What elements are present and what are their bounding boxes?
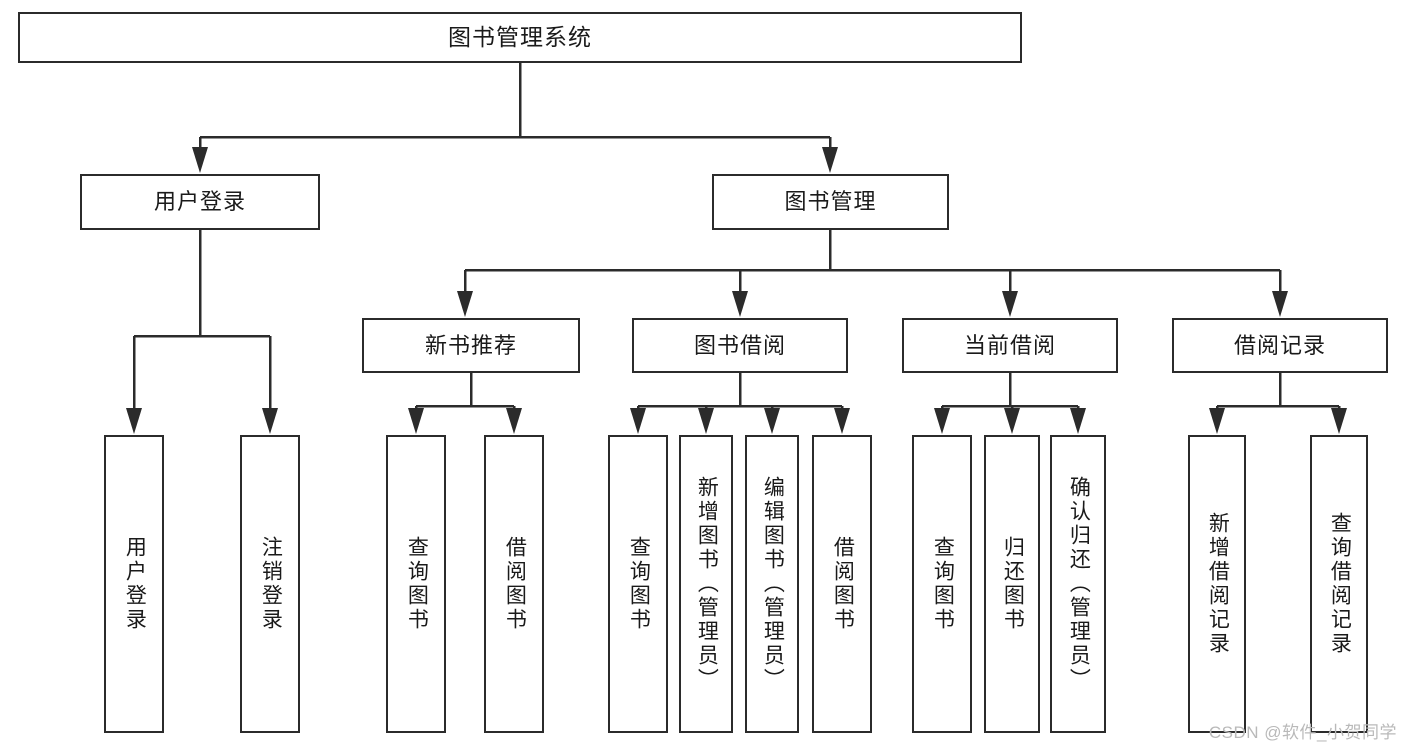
node-book_manage[interactable]: 图书管理 (712, 174, 949, 230)
node-label: 查询借阅记录 (1328, 512, 1352, 656)
node-label: 借阅图书 (831, 536, 855, 632)
node-label: 归还图书 (1001, 536, 1025, 632)
arrow-head-icon (1331, 408, 1347, 434)
node-label: 查询图书 (627, 536, 651, 632)
arrow-head-icon (408, 408, 424, 434)
node-label: 用户登录 (153, 189, 246, 215)
node-label: 编辑图书（管理员） (761, 476, 785, 692)
node-label: 图书借阅 (693, 332, 786, 358)
arrow-head-icon (834, 408, 850, 434)
node-user_login[interactable]: 用户登录 (80, 174, 320, 230)
node-label: 查询图书 (931, 536, 955, 632)
node-leaf_borrow_book_2[interactable]: 借阅图书 (812, 435, 872, 733)
node-current_borrow[interactable]: 当前借阅 (902, 318, 1118, 373)
node-label: 借阅图书 (503, 536, 527, 632)
node-leaf_query_book_2[interactable]: 查询图书 (608, 435, 668, 733)
arrow-head-icon (457, 291, 473, 317)
node-label: 图书管理系统 (448, 24, 592, 51)
node-label: 确认归还（管理员） (1067, 476, 1091, 692)
node-new_book_rec[interactable]: 新书推荐 (362, 318, 580, 373)
node-leaf_edit_book[interactable]: 编辑图书（管理员） (745, 435, 799, 733)
node-leaf_confirm_return[interactable]: 确认归还（管理员） (1050, 435, 1106, 733)
node-label: 注销登录 (259, 536, 283, 632)
node-leaf_user_login[interactable]: 用户登录 (104, 435, 164, 733)
arrow-head-icon (1272, 291, 1288, 317)
node-label: 借阅记录 (1233, 332, 1326, 358)
arrow-head-icon (1209, 408, 1225, 434)
arrow-head-icon (934, 408, 950, 434)
node-leaf_query_book_3[interactable]: 查询图书 (912, 435, 972, 733)
node-leaf_add_book[interactable]: 新增图书（管理员） (679, 435, 733, 733)
node-label: 新书推荐 (424, 332, 517, 358)
node-leaf_query_record[interactable]: 查询借阅记录 (1310, 435, 1368, 733)
node-borrow_record[interactable]: 借阅记录 (1172, 318, 1388, 373)
node-label: 新增图书（管理员） (695, 476, 719, 692)
node-label: 用户登录 (123, 536, 147, 632)
node-book_borrow[interactable]: 图书借阅 (632, 318, 848, 373)
node-label: 图书管理 (784, 189, 877, 215)
arrow-head-icon (1002, 291, 1018, 317)
arrow-head-icon (764, 408, 780, 434)
node-leaf_query_book_1[interactable]: 查询图书 (386, 435, 446, 733)
arrow-head-icon (630, 408, 646, 434)
arrow-head-icon (698, 408, 714, 434)
arrow-head-icon (732, 291, 748, 317)
arrow-head-icon (126, 408, 142, 434)
arrow-head-icon (262, 408, 278, 434)
node-leaf_add_record[interactable]: 新增借阅记录 (1188, 435, 1246, 733)
node-label: 查询图书 (405, 536, 429, 632)
arrow-head-icon (192, 147, 208, 173)
node-label: 新增借阅记录 (1206, 512, 1230, 656)
node-leaf_borrow_book_1[interactable]: 借阅图书 (484, 435, 544, 733)
node-leaf_user_logout[interactable]: 注销登录 (240, 435, 300, 733)
arrow-head-icon (822, 147, 838, 173)
arrow-head-icon (1070, 408, 1086, 434)
node-leaf_return_book[interactable]: 归还图书 (984, 435, 1040, 733)
node-label: 当前借阅 (963, 332, 1056, 358)
node-root[interactable]: 图书管理系统 (18, 12, 1022, 63)
arrow-head-icon (1004, 408, 1020, 434)
csdn-watermark: CSDN @软件_小贺同学 (1208, 723, 1397, 742)
arrow-head-icon (506, 408, 522, 434)
